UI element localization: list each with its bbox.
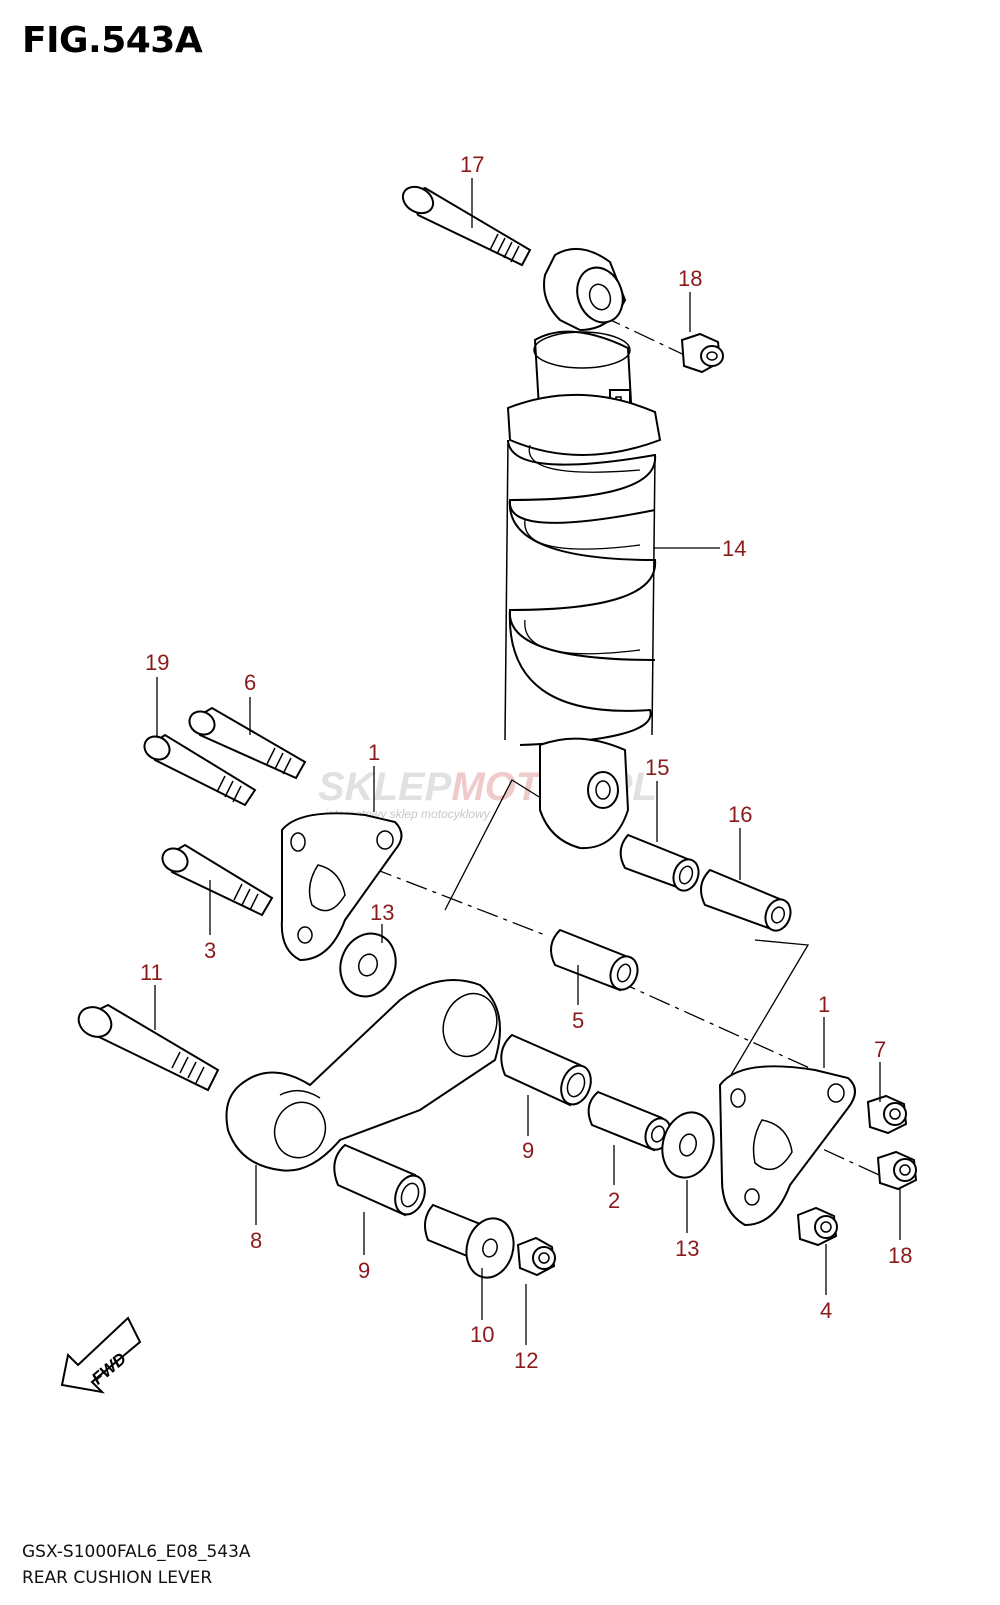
spacer-16 [700, 868, 792, 932]
plate-1-left [280, 812, 403, 962]
callouts: 17 18 14 19 6 1 15 16 3 13 11 5 1 7 9 2 … [140, 152, 912, 1373]
callout-1-left: 1 [368, 740, 380, 765]
callout-14: 14 [722, 536, 746, 561]
callout-1-right: 1 [818, 992, 830, 1017]
callout-13-lower: 13 [675, 1236, 699, 1261]
callout-3: 3 [204, 938, 216, 963]
figure-title: FIG.543A [22, 20, 203, 61]
watermark-a: SKLEP [318, 765, 452, 809]
bearing-9-upper [500, 1033, 592, 1107]
callout-19: 19 [145, 650, 169, 675]
callout-16: 16 [728, 802, 752, 827]
callout-8: 8 [250, 1228, 262, 1253]
bearing-9-lower [333, 1143, 426, 1217]
washer-13-lower [661, 1111, 715, 1179]
bearing-15 [619, 833, 700, 892]
callout-2: 2 [608, 1188, 620, 1213]
callout-13-upper: 13 [370, 900, 394, 925]
nut-18-upper [680, 332, 724, 374]
bolt-11 [77, 1003, 220, 1092]
callout-18-upper: 18 [678, 266, 702, 291]
nut-18-lower [876, 1150, 918, 1191]
bolt-6 [188, 706, 307, 780]
callout-7: 7 [874, 1037, 886, 1062]
figure-name: REAR CUSHION LEVER [22, 1568, 213, 1588]
shock-absorber-14 [504, 247, 662, 850]
bolt-19 [143, 733, 257, 807]
callout-9-lower: 9 [358, 1258, 370, 1283]
model-code: GSX-S1000FAL6_E08_543A [22, 1542, 251, 1562]
callout-17: 17 [460, 152, 484, 177]
nut-12 [516, 1236, 556, 1277]
nut-7 [866, 1094, 908, 1135]
callout-9-upper: 9 [522, 1138, 534, 1163]
collar-10 [423, 1203, 515, 1279]
callout-5: 5 [572, 1008, 584, 1033]
callout-15: 15 [645, 755, 669, 780]
fwd-arrow-icon: FWD [60, 1316, 142, 1394]
callout-11: 11 [140, 960, 163, 985]
bolt-3 [161, 843, 274, 917]
callout-10: 10 [470, 1322, 494, 1347]
lever-8 [225, 979, 501, 1172]
nut-4 [796, 1206, 838, 1247]
spacer-5 [550, 928, 639, 992]
plate-1-right [718, 1065, 856, 1227]
callout-12: 12 [514, 1348, 538, 1373]
callout-4: 4 [820, 1298, 832, 1323]
callout-6: 6 [244, 670, 256, 695]
washer-13-upper [339, 932, 397, 998]
bolt-17 [401, 185, 532, 267]
callout-18-lower: 18 [888, 1243, 912, 1268]
leader-lines [154, 178, 901, 1345]
